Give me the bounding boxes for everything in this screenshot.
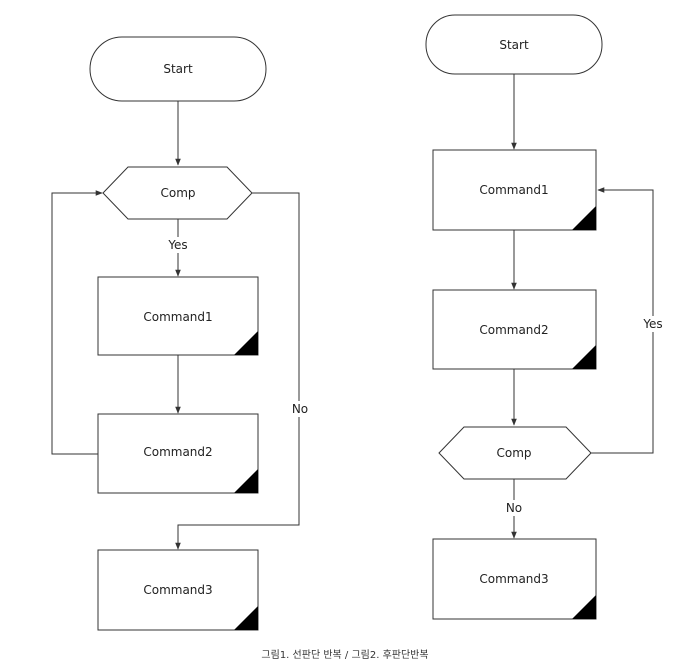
fig2-command1-box	[432, 149, 597, 231]
fig1-no-label-bg	[288, 401, 312, 417]
fig2-command3-label: Command3	[479, 572, 548, 586]
figure-caption: 그림1. 선판단 반복 / 그림2. 후판단반복	[261, 650, 429, 661]
fig1-start-label: Start	[163, 62, 193, 76]
fig2-command2-corner	[572, 345, 596, 369]
fig1-command2-corner	[234, 469, 258, 493]
fig2-command2-box	[432, 289, 597, 370]
fig1-command3-label: Command3	[143, 583, 212, 597]
fig1-command3-box	[97, 549, 259, 631]
fig2-yes-label: Yes	[642, 317, 662, 331]
fig1-loop-back-line	[51, 190, 103, 455]
fig1-command2-label: Command2	[143, 445, 212, 459]
fig2-command1-corner	[572, 206, 596, 230]
fig1-command3-corner	[234, 606, 258, 630]
figure1-pre-test-loop: Start Comp Yes Command1 Command2 No Comm…	[51, 36, 312, 631]
fig2-command2-label: Command2	[479, 323, 548, 337]
fig1-command2-box	[97, 413, 259, 494]
fig1-yes-label-bg	[160, 237, 196, 253]
fig1-command1-corner	[234, 331, 258, 355]
fig1-yes-label: Yes	[167, 238, 187, 252]
fig2-command3-corner	[572, 595, 596, 619]
fig2-no-label: No	[506, 501, 522, 515]
fig1-no-path-line	[175, 192, 300, 550]
fig1-no-label: No	[292, 402, 308, 416]
fig2-command3-box	[432, 538, 597, 620]
fig2-yes-label-bg	[636, 316, 670, 332]
fig2-start-label: Start	[499, 38, 529, 52]
fig2-no-label-bg	[502, 500, 526, 516]
figure2-post-test-loop: Start Command1 Command2 Comp Yes No Comm…	[425, 14, 670, 620]
fig2-comp-label: Comp	[496, 446, 531, 460]
fig1-comp-label: Comp	[160, 186, 195, 200]
fig1-command1-label: Command1	[143, 310, 212, 324]
fig2-command1-label: Command1	[479, 183, 548, 197]
